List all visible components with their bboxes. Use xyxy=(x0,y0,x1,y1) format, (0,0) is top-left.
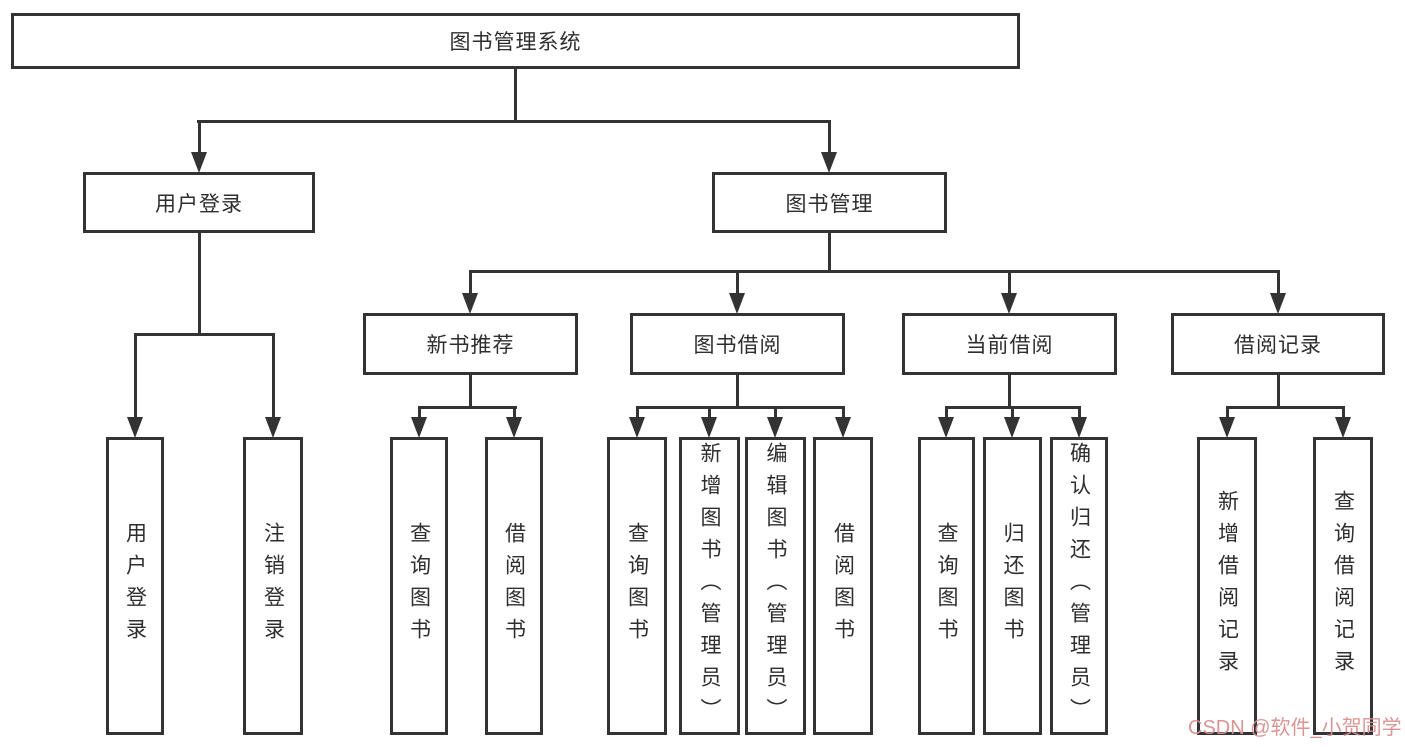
arrow-down-icon xyxy=(1219,417,1235,438)
node-new-book-recommend-label: 新书推荐 xyxy=(426,334,515,357)
connector-line xyxy=(469,270,472,294)
leaf-edit-book-admin: 编辑图书（管理员） xyxy=(745,437,806,735)
arrow-down-icon xyxy=(767,417,783,438)
arrow-down-icon xyxy=(821,152,837,173)
node-book-borrowing-label: 图书借阅 xyxy=(693,334,782,357)
connector-line xyxy=(469,375,472,408)
leaf-add-book-admin-label: 新增图书（管理员） xyxy=(698,442,721,730)
arrow-down-icon xyxy=(835,417,851,438)
leaf-confirm-return-admin-label: 确认归还（管理员） xyxy=(1067,442,1091,730)
connector-line xyxy=(198,120,201,154)
arrow-down-icon xyxy=(506,417,522,438)
node-library-system: 图书管理系统 xyxy=(11,13,1020,69)
arrow-down-icon xyxy=(701,417,717,438)
connector-line xyxy=(736,270,739,294)
connector-line xyxy=(197,120,831,123)
arrow-down-icon xyxy=(729,293,745,314)
leaf-return-books-label: 归还图书 xyxy=(1001,522,1024,650)
leaf-logout: 注销登录 xyxy=(243,437,303,735)
leaf-add-borrow-record: 新增借阅记录 xyxy=(1197,437,1257,735)
arrow-down-icon xyxy=(127,417,143,438)
node-library-system-label: 图书管理系统 xyxy=(449,31,582,54)
leaf-recommend-borrow-books-label: 借阅图书 xyxy=(502,522,526,650)
connector-line xyxy=(774,406,777,419)
connector-line xyxy=(1277,270,1280,294)
arrow-down-icon xyxy=(462,293,478,314)
arrow-down-icon xyxy=(938,417,954,438)
csdn-watermark: CSDN @软件_小贺同学 xyxy=(1188,717,1402,739)
connector-line xyxy=(828,232,831,272)
connector-line xyxy=(1078,406,1081,419)
arrow-down-icon xyxy=(1071,417,1087,438)
leaf-borrow-books: 借阅图书 xyxy=(813,437,873,735)
leaf-current-query-books-label: 查询图书 xyxy=(935,522,958,650)
leaf-add-borrow-record-label: 新增借阅记录 xyxy=(1215,490,1239,682)
connector-line xyxy=(708,406,711,419)
node-book-management: 图书管理 xyxy=(712,172,947,233)
arrow-down-icon xyxy=(1001,293,1017,314)
connector-line xyxy=(514,68,517,122)
leaf-query-borrow-record: 查询借阅记录 xyxy=(1313,437,1373,735)
connector-line xyxy=(469,270,1280,273)
node-book-borrowing: 图书借阅 xyxy=(630,313,845,375)
leaf-recommend-query-books: 查询图书 xyxy=(390,437,448,735)
node-current-borrowing-label: 当前借阅 xyxy=(965,334,1054,357)
leaf-return-books: 归还图书 xyxy=(983,437,1042,735)
node-user-login-label: 用户登录 xyxy=(155,192,243,216)
leaf-recommend-query-books-label: 查询图书 xyxy=(407,522,431,650)
leaf-user-login: 用户登录 xyxy=(106,437,164,735)
arrow-down-icon xyxy=(1335,417,1351,438)
connector-line xyxy=(1011,406,1014,419)
arrow-down-icon xyxy=(191,152,207,173)
node-borrowing-records: 借阅记录 xyxy=(1171,313,1385,375)
connector-line xyxy=(736,375,739,408)
leaf-borrow-query-books-label: 查询图书 xyxy=(625,522,649,650)
node-current-borrowing: 当前借阅 xyxy=(902,313,1117,375)
connector-line xyxy=(134,333,275,336)
connector-line xyxy=(1226,406,1229,419)
leaf-edit-book-admin-label: 编辑图书（管理员） xyxy=(764,442,787,730)
leaf-recommend-borrow-books: 借阅图书 xyxy=(485,437,543,735)
leaf-user-login-label: 用户登录 xyxy=(123,522,147,650)
connector-line xyxy=(828,120,831,154)
leaf-add-book-admin: 新增图书（管理员） xyxy=(679,437,740,735)
node-borrowing-records-label: 借阅记录 xyxy=(1234,334,1322,357)
node-user-login: 用户登录 xyxy=(83,172,315,233)
connector-line xyxy=(1008,375,1011,408)
leaf-borrow-query-books: 查询图书 xyxy=(607,437,667,735)
arrow-down-icon xyxy=(629,417,645,438)
leaf-confirm-return-admin: 确认归还（管理员） xyxy=(1050,437,1108,735)
connector-line xyxy=(513,406,516,419)
arrow-down-icon xyxy=(1004,417,1020,438)
node-new-book-recommend: 新书推荐 xyxy=(363,313,578,375)
connector-line xyxy=(636,406,845,409)
connector-line xyxy=(1226,406,1345,409)
connector-line xyxy=(1008,270,1011,294)
connector-line xyxy=(842,406,845,419)
leaf-query-borrow-record-label: 查询借阅记录 xyxy=(1331,490,1355,682)
connector-line xyxy=(198,232,201,336)
connector-line xyxy=(418,406,421,419)
leaf-borrow-books-label: 借阅图书 xyxy=(831,522,855,650)
connector-line xyxy=(134,333,137,417)
connector-line xyxy=(272,333,275,417)
leaf-logout-label: 注销登录 xyxy=(261,522,285,650)
node-book-management-label: 图书管理 xyxy=(785,192,874,216)
leaf-current-query-books: 查询图书 xyxy=(918,437,975,735)
arrow-down-icon xyxy=(411,417,427,438)
arrow-down-icon xyxy=(1270,293,1286,314)
arrow-down-icon xyxy=(265,417,281,438)
connector-line xyxy=(945,406,948,419)
connector-line xyxy=(1277,375,1280,408)
connector-line xyxy=(418,406,517,409)
connector-line xyxy=(1342,406,1345,419)
connector-line xyxy=(636,406,639,419)
